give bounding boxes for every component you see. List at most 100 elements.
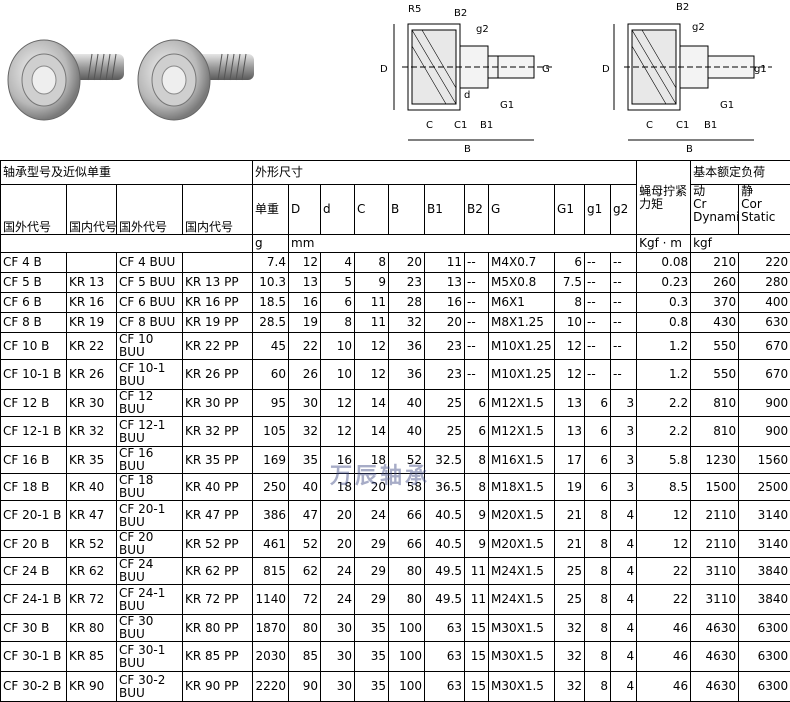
table-cell: 24 bbox=[321, 558, 355, 585]
table-cell: 62 bbox=[289, 558, 321, 585]
table-cell: 12 bbox=[355, 333, 389, 360]
table-cell: CF 24 BUU bbox=[117, 558, 183, 585]
header-weight: 单重 bbox=[253, 185, 289, 235]
table-cell: 1230 bbox=[691, 447, 739, 474]
table-cell: 20 bbox=[425, 313, 465, 333]
table-cell: 210 bbox=[691, 253, 739, 273]
header-rated-load: 基本额定负荷 bbox=[691, 161, 790, 185]
table-cell: 100 bbox=[389, 672, 425, 702]
table-cell: 6300 bbox=[739, 642, 790, 672]
header-cor: Cor Static bbox=[741, 197, 775, 224]
table-cell: 66 bbox=[389, 501, 425, 531]
table-cell: 670 bbox=[739, 333, 790, 360]
header-col-B: B bbox=[389, 185, 425, 235]
drawing-label-g2: g2 bbox=[476, 24, 489, 35]
table-cell: CF 24-1 BUU bbox=[117, 585, 183, 615]
table-cell: CF 30 B bbox=[1, 615, 67, 642]
table-cell: M30X1.5 bbox=[489, 642, 555, 672]
table-cell: M10X1.25 bbox=[489, 333, 555, 360]
table-cell: CF 6 B bbox=[1, 293, 67, 313]
table-cell: 6 bbox=[585, 417, 611, 447]
table-cell: 2.2 bbox=[637, 417, 691, 447]
drawing2-label-G1: G1 bbox=[720, 100, 734, 111]
table-cell: 810 bbox=[691, 417, 739, 447]
table-cell: CF 16 BUU bbox=[117, 447, 183, 474]
header-dims-group: 外形尺寸 bbox=[253, 161, 637, 185]
table-cell: 46 bbox=[637, 615, 691, 642]
drawing2-label-g1: g1 bbox=[754, 64, 767, 75]
table-cell: 6300 bbox=[739, 615, 790, 642]
table-cell: 7.4 bbox=[253, 253, 289, 273]
table-cell: 6 bbox=[585, 447, 611, 474]
table-cell: 63 bbox=[425, 615, 465, 642]
table-cell: 2030 bbox=[253, 642, 289, 672]
table-cell: 2500 bbox=[739, 474, 790, 501]
table-cell: M24X1.5 bbox=[489, 558, 555, 585]
table-cell: -- bbox=[465, 253, 489, 273]
header-col-G1: G1 bbox=[555, 185, 585, 235]
table-cell: CF 30-2 BUU bbox=[117, 672, 183, 702]
table-cell: 1500 bbox=[691, 474, 739, 501]
cam-follower-photo-1 bbox=[4, 20, 132, 130]
drawing-label-C1: C1 bbox=[454, 120, 467, 131]
table-cell: 20 bbox=[355, 474, 389, 501]
table-cell: 8 bbox=[585, 615, 611, 642]
table-cell: 8 bbox=[585, 585, 611, 615]
table-cell: 4 bbox=[611, 672, 637, 702]
table-cell: KR 90 bbox=[67, 672, 117, 702]
table-cell: 47 bbox=[289, 501, 321, 531]
header-static-cn: 静 bbox=[741, 185, 753, 199]
table-cell: CF 5 B bbox=[1, 273, 67, 293]
table-cell: 4 bbox=[611, 531, 637, 558]
drawing2-label-b2: B2 bbox=[676, 2, 689, 13]
table-cell: -- bbox=[585, 313, 611, 333]
table-cell: 1870 bbox=[253, 615, 289, 642]
table-cell: 52 bbox=[389, 447, 425, 474]
table-cell: KR 62 PP bbox=[183, 558, 253, 585]
table-cell: 12 bbox=[321, 390, 355, 417]
table-cell: -- bbox=[611, 333, 637, 360]
table-cell: 32 bbox=[555, 615, 585, 642]
table-cell: 18 bbox=[321, 474, 355, 501]
table-cell: 20 bbox=[321, 501, 355, 531]
table-cell: -- bbox=[611, 293, 637, 313]
header-col-g1: g1 bbox=[585, 185, 611, 235]
table-cell: KR 35 bbox=[67, 447, 117, 474]
table-cell: CF 12 BUU bbox=[117, 390, 183, 417]
table-cell: KR 80 PP bbox=[183, 615, 253, 642]
table-cell: -- bbox=[611, 313, 637, 333]
table-cell: 15 bbox=[465, 672, 489, 702]
table-cell: CF 10-1 B bbox=[1, 360, 67, 390]
table-cell: 10 bbox=[321, 333, 355, 360]
table-cell: 260 bbox=[691, 273, 739, 293]
table-cell: CF 30-1 B bbox=[1, 642, 67, 672]
table-cell: 8 bbox=[465, 447, 489, 474]
drawing2-label-C: C bbox=[646, 120, 653, 131]
table-cell: 370 bbox=[691, 293, 739, 313]
table-cell: 46 bbox=[637, 642, 691, 672]
table-cell: 66 bbox=[389, 531, 425, 558]
table-cell: 12 bbox=[355, 360, 389, 390]
header-domestic-code-2: 国内代号 bbox=[183, 185, 253, 235]
table-cell: 4 bbox=[611, 585, 637, 615]
table-cell: 12 bbox=[321, 417, 355, 447]
table-cell: 8 bbox=[321, 313, 355, 333]
table-cell: 3 bbox=[611, 390, 637, 417]
table-cell: 280 bbox=[739, 273, 790, 293]
table-cell: 23 bbox=[389, 273, 425, 293]
table-cell: 32 bbox=[555, 672, 585, 702]
header-units-row: g mm Kgf · m kgf bbox=[1, 235, 790, 253]
table-cell: 16 bbox=[425, 293, 465, 313]
header-col-B2: B2 bbox=[465, 185, 489, 235]
table-cell: 3840 bbox=[739, 585, 790, 615]
drawing-label-C: C bbox=[426, 120, 433, 131]
table-cell: KR 22 bbox=[67, 333, 117, 360]
table-cell: -- bbox=[585, 293, 611, 313]
table-cell: CF 8 BUU bbox=[117, 313, 183, 333]
dimension-drawing-2: D B2 g2 g1 G1 C C1 B1 B bbox=[596, 0, 790, 160]
header-col-d: d bbox=[321, 185, 355, 235]
